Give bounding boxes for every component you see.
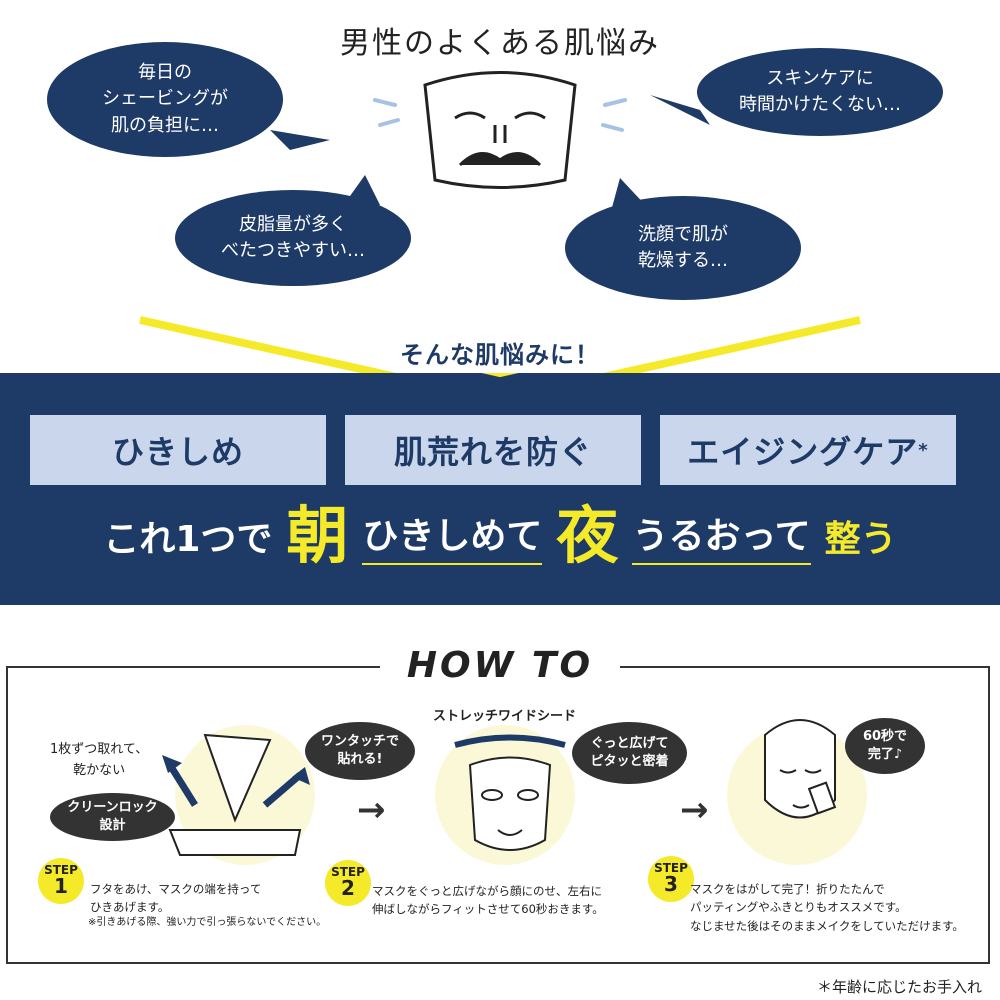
slogan-part: うるおって (632, 507, 811, 565)
face-mask-illustration (454, 734, 566, 851)
slogan-night: 夜 (556, 499, 619, 572)
step1-text: フタをあけ、マスクの端を持って ひきあげます。 (90, 882, 262, 915)
slogan-part: ひきしめて (362, 507, 543, 565)
bubble-tail (340, 175, 380, 210)
bubble-tail (610, 178, 650, 215)
concern-bubble-shaving: 毎日の シェービングが 肌の負担に… (47, 42, 283, 157)
mask-pack-illustration (162, 733, 310, 856)
concern-bubble-time: スキンケアに 時間かけたくない… (697, 48, 943, 136)
benefit-aging-care: エイジングケア* (660, 415, 956, 485)
step3-bubble: 60秒で 完了♪ (845, 718, 925, 774)
step1-bubble-cleanlock: クリーンロック 設計 (50, 793, 175, 841)
lead-text: そんな肌悩みに！ (400, 341, 600, 369)
slogan-part: これ1つで (103, 519, 273, 560)
concern-bubble-dry: 洗顔で肌が 乾燥する… (565, 196, 801, 300)
arrow-right-icon: → (680, 790, 709, 830)
asterisk: * (918, 439, 929, 461)
mask-face-icon (423, 71, 577, 189)
step3-text: マスクをはがして完了！折りたたんで パッティングやふきとりもオススメです。 なじ… (690, 882, 964, 933)
bubble-tail (270, 130, 330, 150)
yellow-v-overlay (481, 373, 519, 378)
step1-note: ※引きあげる際、強い力で引っ張らないでください。 (88, 917, 327, 928)
step2-bubble: ぐっと広げて ピタッと密着 (572, 722, 687, 784)
step1-caption: 1枚ずつ取れて、 乾かない (50, 742, 149, 778)
howto-title: HOW TO (380, 645, 620, 686)
step2-text: マスクをぐっと広げながら顔にのせ、左右に 伸ばしながらフィットさせて60秒おきま… (372, 884, 604, 917)
benefit-label: エイジングケア (687, 433, 919, 471)
bubble-tail (650, 95, 710, 125)
page-title: 男性のよくある肌悩み (340, 26, 660, 61)
slogan-morning: 朝 (286, 499, 349, 572)
man-face-illustration (764, 719, 837, 819)
sweat-icon (373, 98, 627, 132)
slogan: これ1つで 朝 ひきしめて 夜 うるおって 整う (0, 505, 1000, 567)
footnote: ＊年齢に応じたお手入れ (816, 978, 982, 996)
benefit-band (0, 373, 1000, 605)
benefit-rough-skin: 肌荒れを防ぐ (345, 415, 641, 485)
arrow-right-icon: → (357, 790, 386, 830)
step2-caption: ストレッチワイドシード (433, 709, 577, 724)
slogan-part: 整う (824, 519, 897, 560)
step1-bubble-onetouch: ワンタッチで 貼れる! (305, 722, 415, 780)
benefit-firming: ひきしめ (30, 415, 326, 485)
